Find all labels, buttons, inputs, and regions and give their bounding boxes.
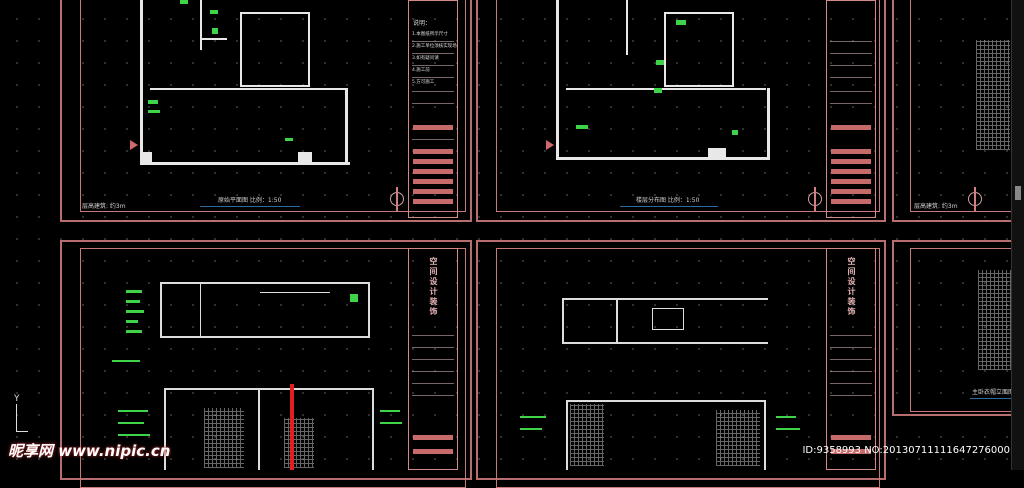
ucs-axis-icon: Y	[6, 394, 28, 432]
drawing-sheet-partial-right-bottom[interactable]	[892, 240, 1024, 416]
elevation-section-2	[566, 400, 766, 470]
drawing-sheet-floor-distribution[interactable]	[476, 0, 886, 222]
drawing-sheet-partial-right-top[interactable]	[892, 0, 1024, 222]
sheet3-note: 层高建筑: 约3m	[914, 203, 958, 210]
floor-plan-original	[140, 0, 350, 170]
selection-marker	[290, 384, 294, 470]
title-block-note-line: 2.施工单位须核实现场	[412, 44, 457, 49]
title-block-1: 说明： 1.本图纸所示尺寸 2.施工单位须核实现场 3.如有疑问请 4.施工前 5.方可…	[408, 0, 458, 218]
title-block-2	[826, 0, 876, 218]
title-block-notes-label: 说明：	[413, 20, 432, 27]
title-block-note-line: 4.施工前	[412, 68, 430, 73]
floor-plan-distribution	[556, 0, 770, 165]
watermark-id: ID:9358993 NO:20130711111647276000	[802, 445, 1010, 456]
title-block-note-line: 3.如有疑问请	[412, 56, 439, 61]
north-compass-icon	[808, 187, 822, 211]
title-block-vertical-text: 空间设计装饰	[429, 257, 438, 317]
sheet6-title: 主卧衣帽立面图	[972, 389, 1015, 396]
title-block-vertical-text: 空间设计装饰	[847, 257, 856, 317]
entry-arrow-icon	[546, 140, 554, 150]
sheet1-note: 层高建筑: 约3m	[82, 203, 126, 210]
title-block-note-line: 1.本图纸所示尺寸	[412, 32, 448, 37]
watermark-brand: 昵享网 www.nipic.cn	[8, 442, 171, 460]
title-block-note-line: 5.方可施工	[412, 80, 435, 85]
elevation-section-1	[164, 388, 374, 470]
sheet1-title: 原始平面图 比例：1:50	[218, 197, 282, 204]
title-block-4: 空间设计装饰	[408, 248, 458, 470]
sheet2-title: 楼层分布图 比例：1:50	[636, 197, 700, 204]
elevation-plan-2	[562, 298, 768, 346]
title-block-5: 空间设计装饰	[826, 248, 876, 470]
north-compass-icon	[968, 187, 982, 211]
north-compass-icon	[390, 187, 404, 211]
vertical-scrollbar[interactable]	[1011, 0, 1024, 470]
scrollbar-thumb[interactable]	[1015, 186, 1021, 200]
drawing-sheet-original-plan[interactable]	[60, 0, 472, 222]
elevation-plan-1	[160, 282, 370, 340]
entry-arrow-icon	[130, 140, 138, 150]
